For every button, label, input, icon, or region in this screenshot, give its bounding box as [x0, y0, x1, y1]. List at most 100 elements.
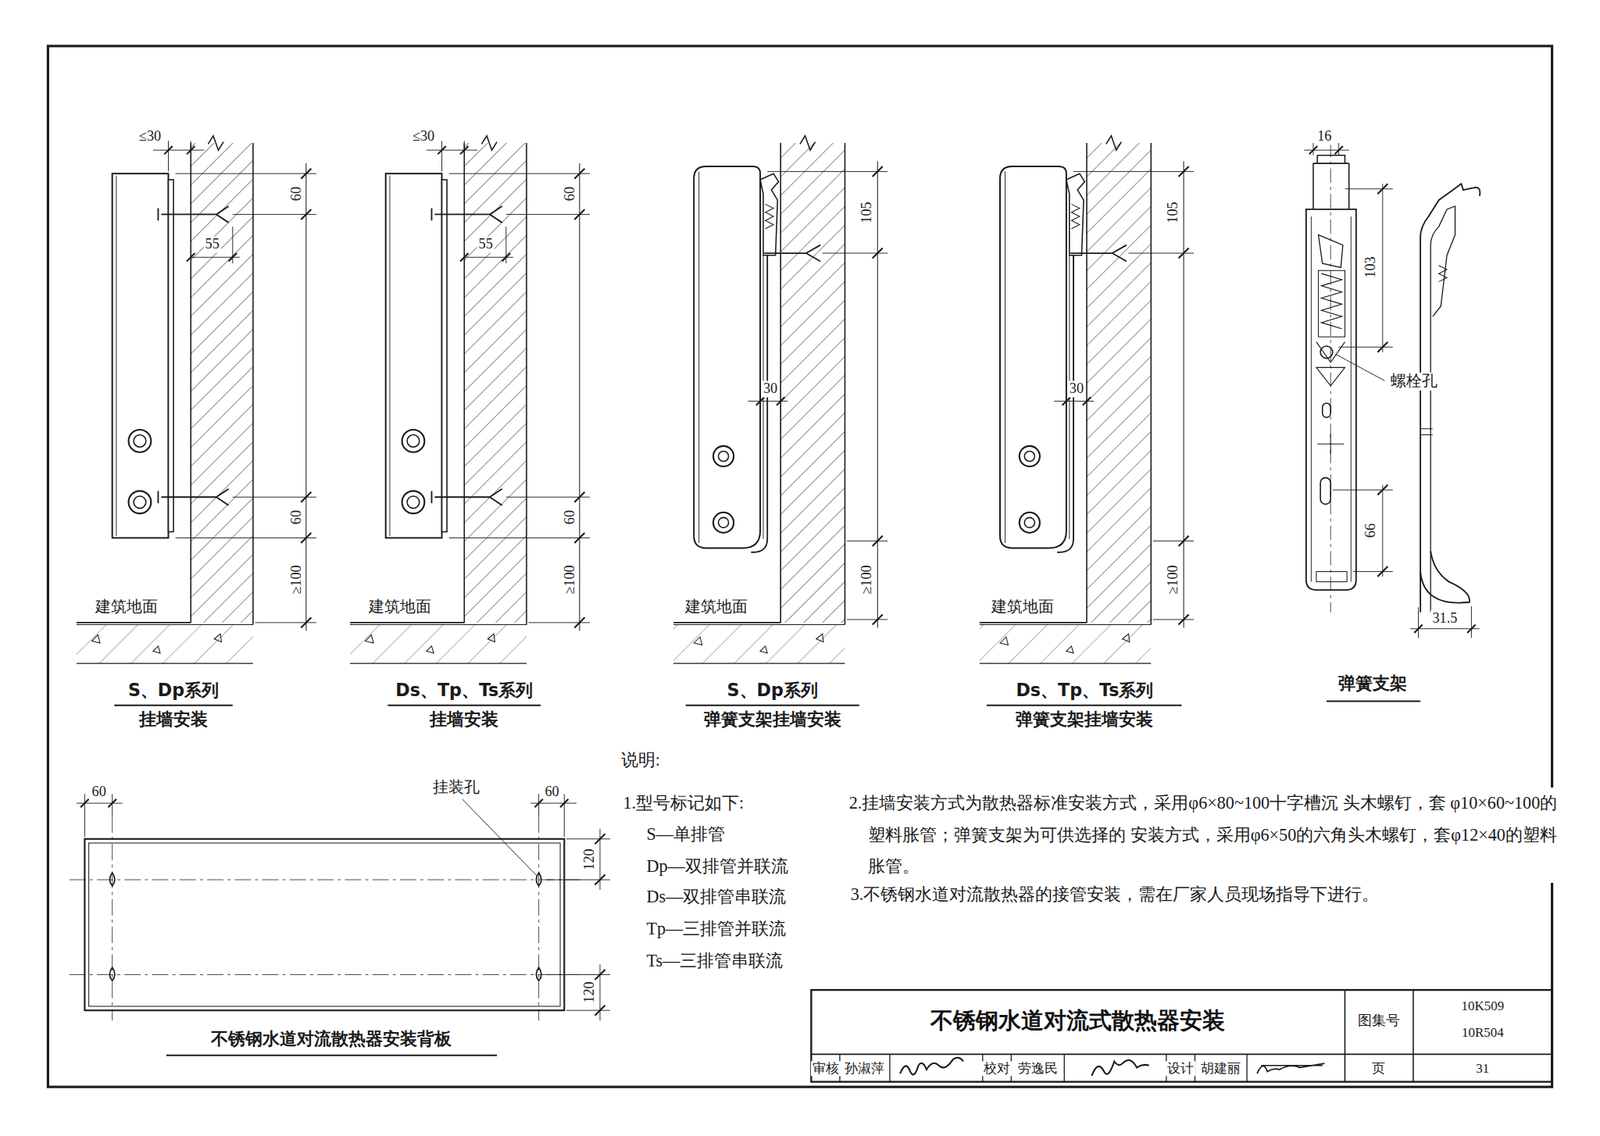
wall-mount-view-part: [76, 624, 254, 664]
wall-mount-view-part: [133, 435, 147, 448]
dimension-text: 120: [581, 846, 598, 872]
wall-mount-view-part: [164, 146, 195, 154]
spring-bracket-mount-view-part: [877, 161, 879, 629]
dimension-text: 105: [1165, 200, 1183, 225]
table-cell: 31: [1474, 1060, 1491, 1077]
wall-mount-view-part: [76, 621, 191, 624]
spring-bracket-mount-view-part: [673, 621, 781, 624]
spring-bracket-mount-view-part: [765, 203, 774, 229]
table-cell: 页: [1370, 1060, 1387, 1077]
title-block-part: [810, 989, 1552, 1083]
wall-mount-view-part: [305, 163, 307, 631]
spring-bracket-mount-view-part: [693, 633, 824, 654]
title-block-part: [1092, 1060, 1150, 1076]
spring-bracket-detail-part: [1321, 273, 1342, 329]
spring-bracket-detail-part: [1420, 183, 1480, 613]
back-plate-view: [69, 793, 611, 1021]
part-label: 建筑地面: [683, 598, 750, 617]
caption-text: 弹簧支架挂墙安装: [1014, 709, 1155, 730]
dimension-text: 60: [90, 783, 108, 800]
back-plate-view-part: [69, 816, 580, 1021]
part-label: 建筑地面: [989, 598, 1056, 617]
dimension-text: 30: [1067, 380, 1086, 397]
table-cell: 10R504: [1460, 1025, 1506, 1041]
dimension-text: 55: [203, 236, 222, 254]
drawing-title: 不锈钢水道对流式散热器安装: [928, 1005, 1227, 1037]
caption-text: S、Dp系列: [126, 680, 221, 701]
back-plate-view-part: [89, 842, 561, 1007]
spring-bracket-mount-view: [979, 135, 1194, 664]
dimension-text: 103: [1363, 255, 1380, 280]
spring-bracket-detail-part: [1322, 403, 1331, 418]
wall-mount-view-part: [153, 140, 204, 172]
dimension-text: 60: [562, 508, 579, 526]
wall-mount-view-part: [175, 173, 317, 623]
caption-text: 不锈钢水道对流散热器安装背板: [209, 1028, 454, 1050]
dimension-text: 55: [477, 236, 495, 254]
spring-bracket-mount-view-part: [780, 142, 845, 625]
table-cell: 劳逸民: [1016, 1060, 1060, 1077]
title-block-part: [839, 1053, 1247, 1082]
spring-bracket-detail-part: [1339, 183, 1393, 353]
dimension-text: ≥100: [1165, 563, 1183, 596]
spring-bracket-mount-view-part: [673, 624, 845, 664]
back-plate-view-part: [80, 799, 568, 808]
note-text: 1.型号标记如下:: [621, 792, 746, 814]
wall-mount-view-part: [115, 175, 117, 536]
dimension-text: 105: [859, 200, 876, 225]
note-text: Tp—三排管并联流: [644, 918, 788, 940]
wall-mount-view-part: [76, 624, 254, 664]
note-text: 3.不锈钢水道对流散热器的接管安装，需在厂家人员现场指导下进行。: [849, 885, 1382, 906]
wall-mount-view: [350, 135, 590, 664]
spring-bracket-mount-view-part: [673, 624, 845, 664]
spring-bracket-mount-view-part: [718, 450, 729, 461]
dimension-text: 60: [289, 508, 306, 526]
spring-bracket-detail-part: [1318, 270, 1346, 337]
title-block-part: [810, 989, 1552, 1083]
spring-bracket-mount-view-part: [764, 245, 821, 262]
spring-bracket-detail-part: [1420, 428, 1433, 436]
table-cell: 设计: [1165, 1060, 1196, 1077]
table-cell: 校对: [982, 1060, 1012, 1077]
caption-text: 弹簧支架挂墙安装: [702, 709, 843, 730]
table-cell: 图集号: [1356, 1013, 1402, 1030]
spring-bracket-detail: [1303, 142, 1480, 638]
caption-text: 挂墙安装: [137, 709, 210, 730]
back-plate-view-part: [546, 828, 611, 1022]
part-label: 建筑地面: [93, 598, 160, 617]
caption-text: Ds、Tp、Ts系列: [1014, 680, 1155, 701]
spring-bracket-mount-view-part: [718, 517, 729, 528]
dimension-text: 60: [542, 783, 561, 800]
dimension-text: ≥100: [562, 563, 579, 596]
spring-bracket-detail-part: [1320, 477, 1331, 504]
sheet-frame: [47, 46, 1552, 1087]
note-text: 说明:: [619, 750, 662, 771]
wall-mount-view-part: [207, 135, 224, 150]
spring-bracket-detail-part: [1330, 142, 1332, 613]
caption-text: Ds、Tp、Ts系列: [393, 680, 535, 701]
note-text: S—单排管: [644, 825, 727, 846]
wall-mount-view-part: [128, 490, 152, 514]
table-cell: 审核: [810, 1060, 841, 1077]
spring-bracket-mount-view-part: [760, 173, 779, 255]
wall-mount-view-part: [157, 489, 229, 506]
part-label: 螺栓孔: [1389, 372, 1440, 391]
dimension-text: 66: [1363, 521, 1380, 540]
wall-mount-view-part: [133, 496, 147, 509]
note-text: Ts—三排管串联流: [644, 951, 785, 972]
wall-mount-view-part: [128, 429, 152, 453]
table-cell: 孙淑萍: [842, 1060, 886, 1077]
spring-bracket-mount-view-part: [767, 171, 888, 620]
note-text: Dp—双排管并联流: [644, 856, 790, 877]
note-text: Ds—双排管串联流: [644, 886, 788, 908]
wall-mount-view-part: [190, 142, 254, 625]
spring-bracket-mount-view: [673, 135, 888, 664]
spring-bracket-mount-view-part: [693, 166, 761, 548]
dimension-text: ≤30: [410, 128, 436, 146]
dimension-text: 30: [761, 380, 779, 397]
spring-bracket-detail-part: [1310, 216, 1351, 583]
back-plate-view-part: [462, 799, 537, 876]
spring-bracket-detail-part: [1335, 353, 1386, 381]
